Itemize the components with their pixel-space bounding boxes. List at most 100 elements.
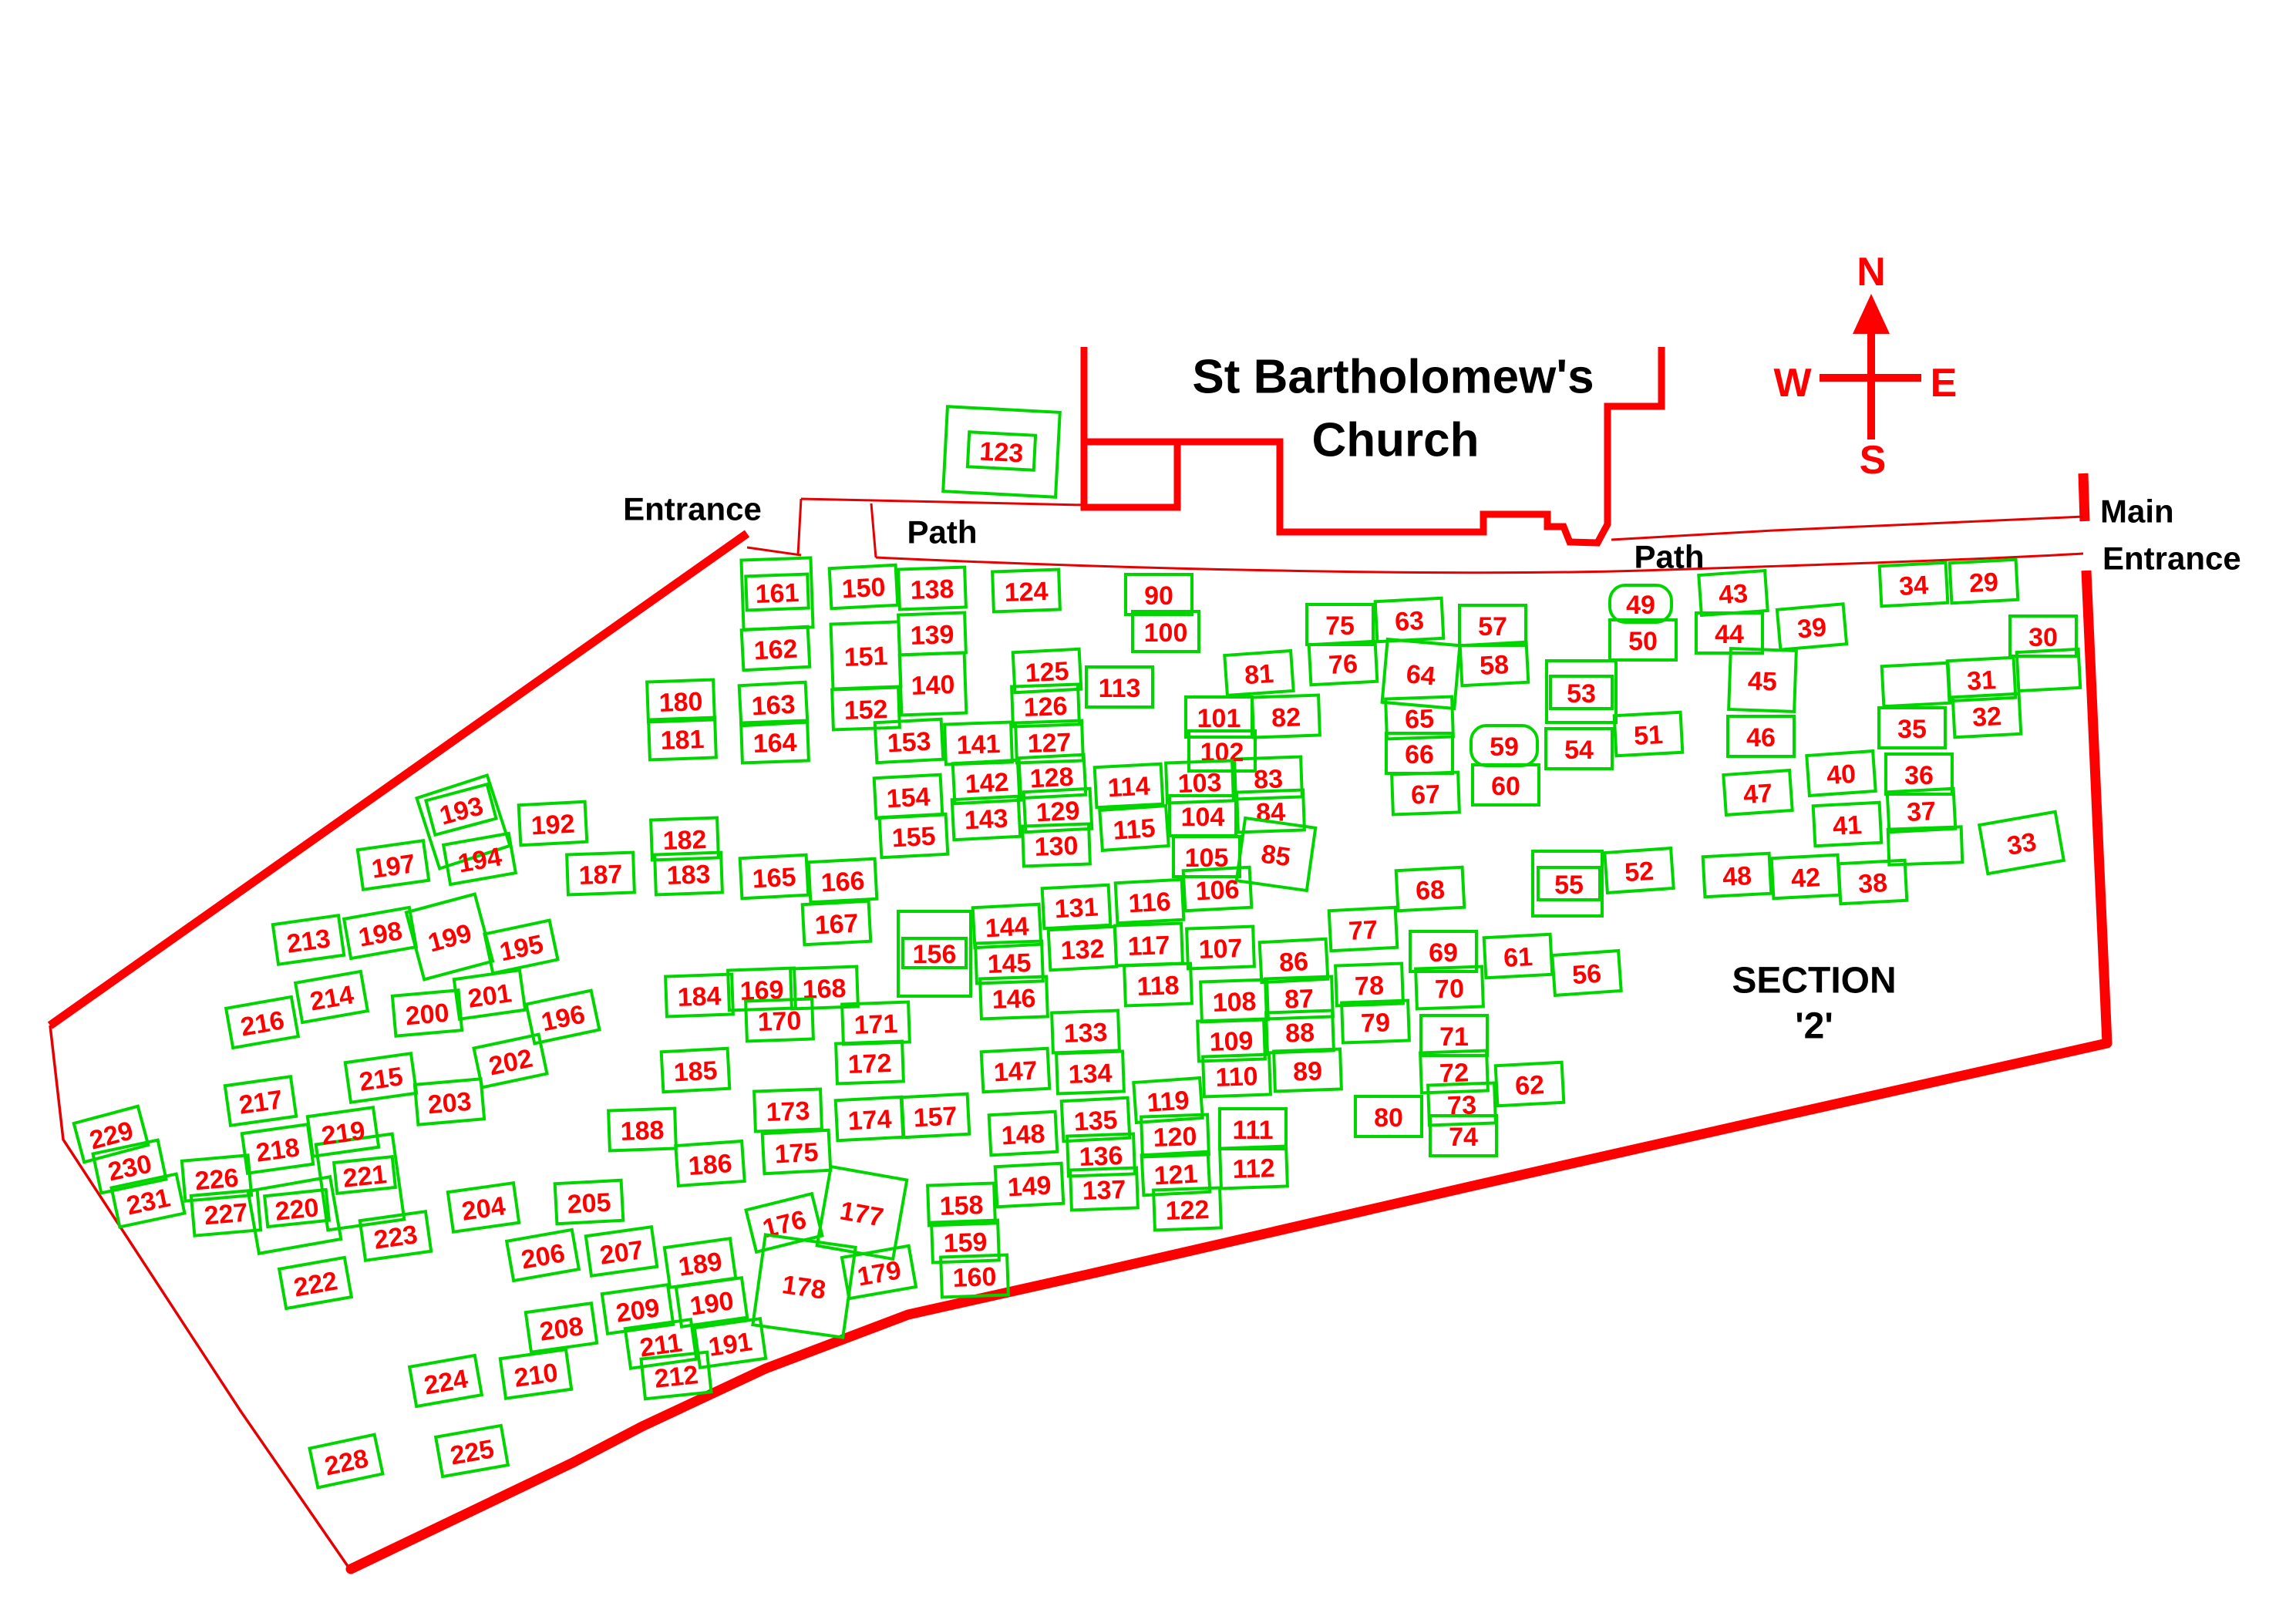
plot-number: 175 <box>774 1138 820 1170</box>
plot-215: 215 <box>343 1052 419 1104</box>
plot-187: 187 <box>565 850 636 897</box>
plot-number: 171 <box>853 1009 898 1040</box>
plot-box <box>1877 706 1947 749</box>
plot-box <box>987 1109 1059 1157</box>
plot-number: 123 <box>979 437 1025 469</box>
plot-box <box>834 1039 905 1086</box>
plot-number: 205 <box>567 1188 612 1220</box>
plot-212: 212 <box>639 1350 713 1401</box>
plot-box <box>1493 1060 1566 1108</box>
plot-number: 59 <box>1490 732 1519 762</box>
plot-number: 137 <box>1082 1175 1126 1206</box>
plot-number: 138 <box>910 574 954 605</box>
plot-110: 110 <box>1201 1052 1272 1099</box>
plot-197: 197 <box>355 839 431 891</box>
plot-137: 137 <box>1069 1166 1140 1212</box>
plot-box <box>1334 961 1405 1008</box>
east-boundary-wall <box>2081 570 2113 1044</box>
plot-number: 74 <box>1449 1123 1478 1152</box>
plot-153: 153 <box>873 717 945 765</box>
plot-42: 42 <box>1769 853 1842 901</box>
plot-76: 76 <box>1307 639 1379 687</box>
plot-box <box>659 1046 732 1094</box>
plot-box <box>1805 749 1877 798</box>
plot-box <box>1482 932 1554 980</box>
plot-number: 224 <box>422 1364 470 1400</box>
plot-67: 67 <box>1390 770 1461 817</box>
plot-143: 143 <box>950 794 1022 842</box>
plot-box <box>993 1161 1066 1209</box>
plot-number: 79 <box>1361 1008 1391 1038</box>
plot-box <box>524 1301 599 1354</box>
plot-number: 214 <box>308 980 356 1016</box>
plot-number: 202 <box>486 1043 535 1081</box>
plot-number: 45 <box>1747 666 1777 696</box>
plot-number: 194 <box>456 842 504 878</box>
plot-number: 126 <box>1023 692 1068 722</box>
plot-number: 159 <box>943 1227 988 1258</box>
plot-box <box>1152 1186 1223 1232</box>
plot-number: 145 <box>987 948 1032 979</box>
plot-number: 117 <box>1127 931 1170 961</box>
plot-121: 121 <box>1140 1150 1212 1197</box>
plot-number: 149 <box>1007 1171 1052 1203</box>
plot-box <box>674 1139 746 1188</box>
plot-box <box>390 988 464 1038</box>
plot-number: 172 <box>847 1049 892 1079</box>
plot-204: 204 <box>446 1181 521 1234</box>
plot-130: 130 <box>1021 822 1092 868</box>
plot-box <box>1132 1076 1204 1125</box>
plot-203: 203 <box>412 1077 486 1126</box>
plot-number: 46 <box>1746 723 1776 753</box>
plot-108: 108 <box>1199 978 1270 1024</box>
plot-box <box>1014 719 1085 765</box>
plot-number: 90 <box>1144 581 1173 611</box>
plot-174: 174 <box>833 1095 906 1143</box>
plot-106: 106 <box>1181 865 1254 913</box>
plot-131: 131 <box>1040 883 1113 931</box>
plot-box <box>1603 846 1675 895</box>
plot-number: 206 <box>519 1238 567 1274</box>
plot-box <box>343 1052 419 1104</box>
plot-box <box>1059 1096 1132 1143</box>
plot-box <box>472 1032 549 1089</box>
plot-number: 109 <box>1209 1026 1254 1057</box>
plot-139: 139 <box>897 611 968 657</box>
plot-125: 125 <box>1011 647 1083 695</box>
plot-216: 216 <box>224 995 301 1050</box>
plot-49: 49 <box>1608 584 1673 624</box>
plot-number: 156 <box>913 940 957 969</box>
plot-number: 36 <box>1904 761 1934 790</box>
plot-box <box>1426 1081 1497 1127</box>
plot-box <box>1069 1166 1140 1212</box>
plot-144: 144 <box>971 902 1043 950</box>
plot-box <box>1775 602 1849 652</box>
plot-box <box>978 975 1049 1021</box>
plot-number: 161 <box>755 578 800 609</box>
plot-box <box>262 1187 332 1229</box>
plot-number: 82 <box>1271 702 1301 732</box>
plot-box <box>653 850 724 897</box>
plot-89: 89 <box>1272 1047 1343 1093</box>
plot-number: 189 <box>677 1247 724 1282</box>
plot-165: 165 <box>738 853 810 901</box>
plot-134: 134 <box>1055 1049 1126 1096</box>
plot-168: 168 <box>789 965 860 1011</box>
plot-number: 217 <box>237 1085 284 1120</box>
plot-number: 223 <box>372 1220 419 1255</box>
plot-number: 54 <box>1564 736 1594 765</box>
plot-135: 135 <box>1059 1096 1132 1143</box>
church-building <box>1080 347 1665 547</box>
unlabelled-plot <box>1886 825 1964 867</box>
plot-156-outer <box>897 910 972 998</box>
plot-220: 220 <box>262 1187 332 1229</box>
plot-number: 55 <box>1554 870 1584 900</box>
plot-146: 146 <box>978 975 1049 1021</box>
plot-36: 36 <box>1884 753 1954 796</box>
plot-120: 120 <box>1140 1113 1210 1159</box>
plot-number: 87 <box>1284 984 1315 1014</box>
unlabelled-plot <box>1880 661 1952 709</box>
plot-44: 44 <box>1695 611 1764 655</box>
plot-34: 34 <box>1877 561 1950 608</box>
plot-box <box>446 1181 521 1234</box>
